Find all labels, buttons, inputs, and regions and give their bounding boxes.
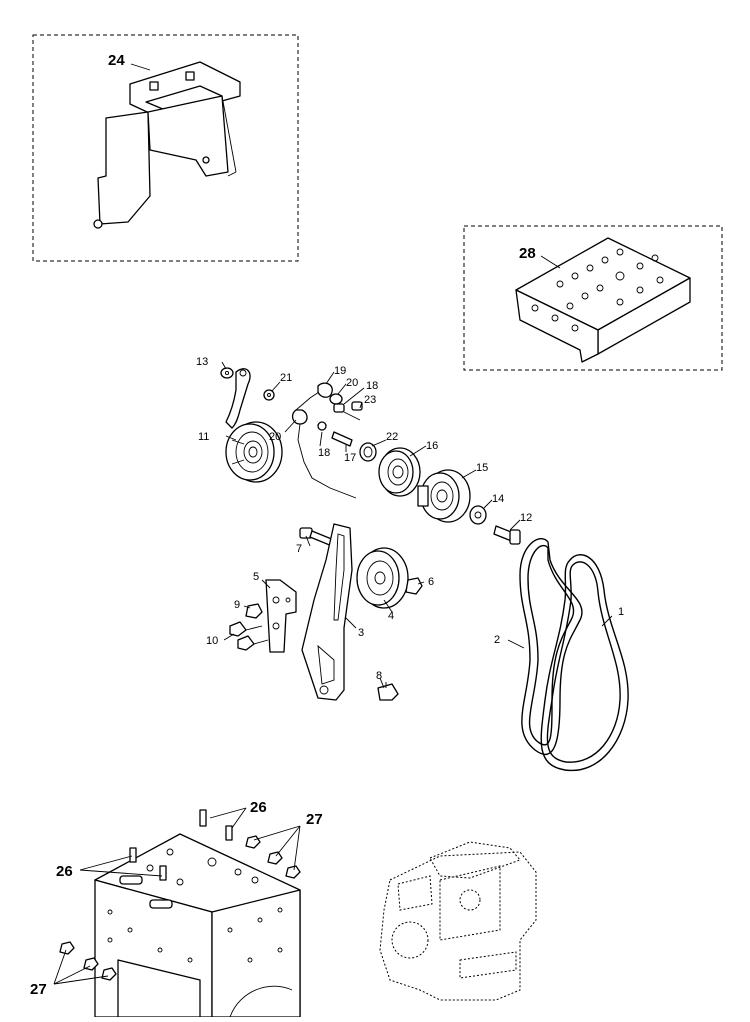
belt-2 [519, 537, 583, 756]
plate-5 [265, 579, 297, 653]
tension-assembly [229, 523, 423, 701]
callout-5: 5 [253, 571, 259, 583]
callout-18-top: 18 [366, 380, 378, 392]
bolt-8 [377, 677, 399, 701]
pulley-15 [417, 469, 471, 523]
detail-box-28: 28 [463, 225, 723, 371]
spring-rod [297, 423, 357, 499]
mounting-bracket-part [515, 237, 691, 363]
bolt-23 [343, 411, 361, 421]
callout-24: 24 [108, 52, 125, 69]
callout-12: 12 [520, 512, 532, 524]
pulley-4 [356, 547, 409, 609]
spacer-18b [317, 421, 327, 431]
callout-9: 9 [234, 599, 240, 611]
callout-14: 14 [492, 493, 504, 505]
bolt-7 [299, 527, 335, 547]
bolt-12 [493, 525, 521, 545]
nut-9 [245, 603, 263, 619]
callout-21: 21 [280, 372, 292, 384]
callout-1: 1 [618, 606, 624, 618]
spacer-18 [333, 403, 345, 413]
frame-assembly: 26 26 27 27 [30, 799, 323, 1018]
belt-1 [540, 554, 629, 772]
callout-23: 23 [364, 394, 376, 406]
tension-arm-3 [301, 523, 353, 701]
callout-2: 2 [494, 634, 500, 646]
callout-18-bottom: 18 [318, 447, 330, 459]
callout-10: 10 [206, 635, 218, 647]
callout-27-top: 27 [306, 811, 323, 828]
detail-box-24-outline [32, 34, 299, 262]
callout-6: 6 [428, 576, 434, 588]
callout-20-top: 20 [346, 377, 358, 389]
callout-28: 28 [519, 245, 536, 262]
engine-reference [379, 841, 537, 1001]
callout-17: 17 [344, 452, 356, 464]
belt-cover-part [93, 61, 241, 229]
bolts-10 [229, 621, 269, 651]
callout-11: 11 [198, 431, 209, 443]
frame-side [211, 889, 301, 1018]
callout-13: 13 [196, 356, 208, 368]
washer-20 [329, 393, 343, 405]
washer-13 [220, 367, 234, 379]
callout-27-bottom: 27 [30, 981, 47, 998]
detail-box-28-outline [463, 225, 723, 371]
callout-7: 7 [296, 543, 302, 555]
idler-bracket [225, 368, 251, 429]
pulley-16 [378, 447, 421, 497]
callout-16: 16 [426, 440, 438, 452]
drive-belts [519, 537, 629, 772]
bushing-22 [359, 442, 377, 462]
nut-6 [405, 577, 423, 595]
idler-pulley-11 [225, 421, 283, 483]
callout-3: 3 [358, 627, 364, 639]
washer-14 [469, 505, 487, 525]
callout-26-left: 26 [56, 863, 73, 880]
pin-17 [331, 431, 353, 447]
link-19 [317, 382, 333, 398]
washer-21 [263, 389, 275, 401]
callout-15: 15 [476, 462, 488, 474]
callout-19: 19 [334, 365, 346, 377]
leader-lines [221, 361, 613, 688]
callout-8: 8 [376, 670, 382, 682]
callout-labels: 13 21 11 19 20 18 23 20 18 17 22 16 15 1… [196, 356, 624, 682]
callout-22: 22 [386, 431, 398, 443]
detail-box-24: 24 [32, 34, 299, 262]
nuts-27 [59, 835, 301, 981]
callout-26-top: 26 [250, 799, 267, 816]
callout-4: 4 [388, 610, 394, 622]
callout-20-bottom: 20 [269, 431, 281, 443]
idler-assembly [220, 367, 521, 545]
studs-26 [129, 809, 233, 881]
